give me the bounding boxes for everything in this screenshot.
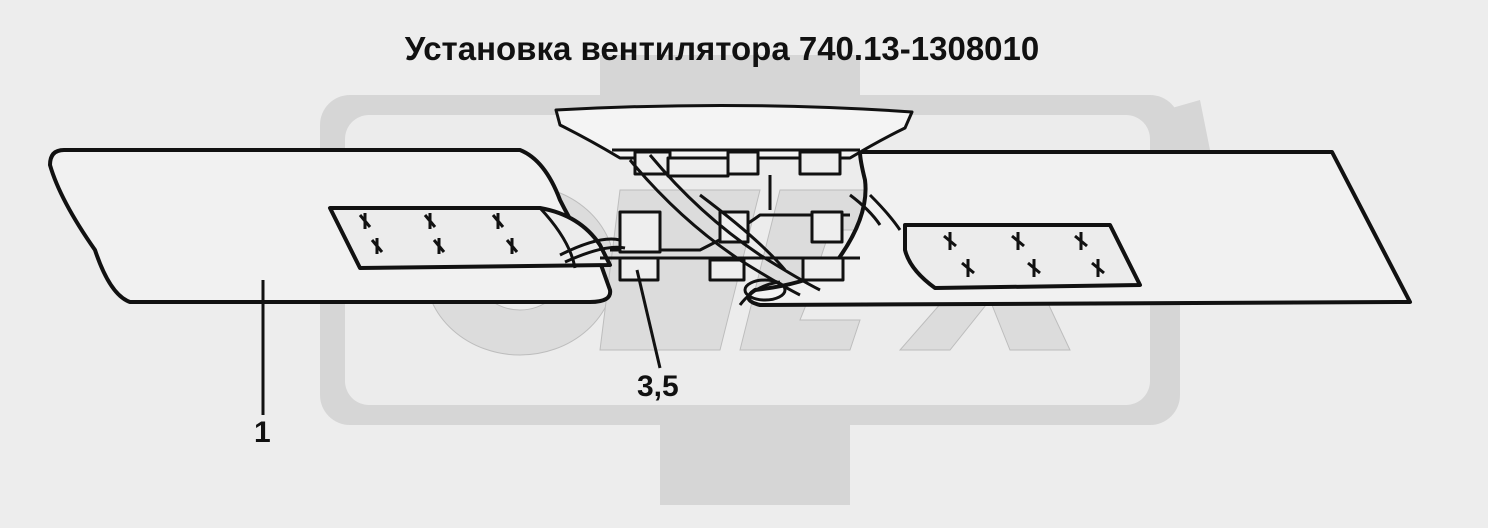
callout-label-3-5: 3,5 (637, 370, 679, 403)
left-blade (48, 148, 613, 304)
left-blade-rivets (358, 213, 519, 254)
right-blade-rivets (943, 232, 1105, 277)
diagram-title: Установка вентилятора 740.13-1308010 (404, 30, 1040, 67)
leader-line-3-5 (635, 269, 662, 369)
fan-hub (554, 103, 914, 306)
callout-label-1: 1 (254, 416, 271, 449)
watermark-bottom-tooth (660, 410, 850, 505)
